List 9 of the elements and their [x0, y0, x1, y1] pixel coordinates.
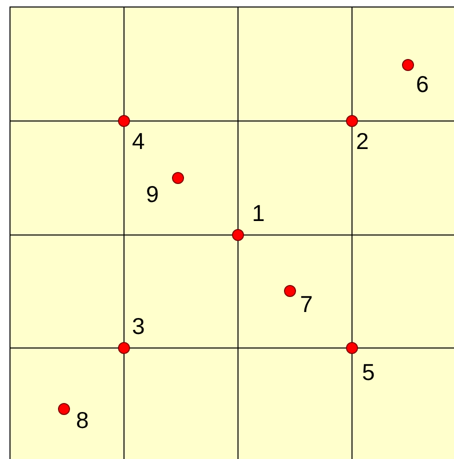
point-number: 9: [146, 183, 159, 206]
point-number: 2: [356, 130, 369, 153]
point-number: 7: [300, 293, 313, 316]
point-number: 3: [132, 315, 145, 338]
point-number: 8: [76, 409, 89, 432]
point-number: 1: [252, 202, 265, 225]
point-number: 5: [362, 361, 375, 384]
point-number: 4: [132, 130, 145, 153]
point-number: 6: [416, 73, 429, 96]
